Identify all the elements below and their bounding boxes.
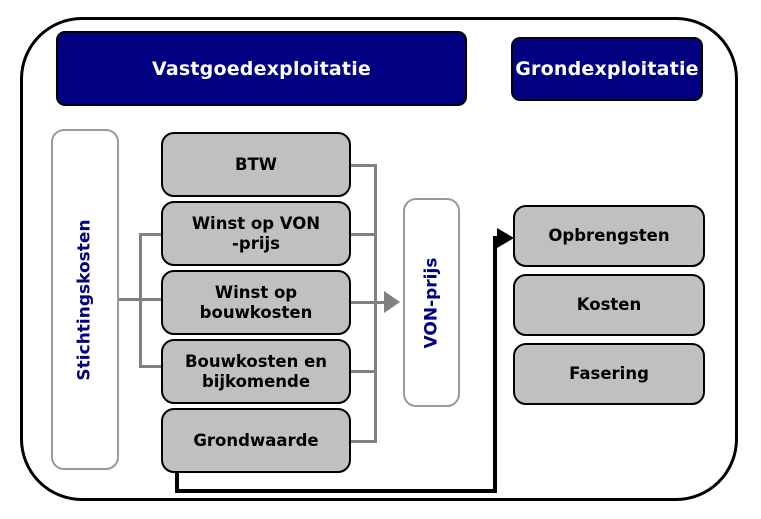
header-vastgoedexploitatie-label: Vastgoedexploitatie [151,57,372,80]
box-bouwkosten-en-bijkomende[interactable]: Bouwkosten en bijkomende [161,339,351,404]
box-winst-op-bouwkosten-line2: bouwkosten [199,302,313,322]
box-winst-op-von-prijs-line2: -prijs [232,233,280,253]
arrow-to-opbrengsten-icon [497,228,514,248]
connector-stub-winst-von [351,233,377,236]
group-stichtingskosten[interactable]: Stichtingskosten [51,129,119,470]
box-grondwaarde[interactable]: Grondwaarde [161,408,351,473]
header-grondexploitatie[interactable]: Grondexploitatie [511,37,703,101]
connector-stub-btw [351,164,377,167]
box-winst-op-bouwkosten[interactable]: Winst op bouwkosten [161,270,351,335]
connector-von-prijs-feed [374,301,392,304]
connector-branch-winst-bouwkosten [139,298,163,301]
connector-grondwaarde-up [493,236,497,493]
box-bouwkosten-en-bijkomende-line2: bijkomende [201,371,311,391]
box-winst-op-bouwkosten-line1: Winst op [214,282,298,302]
connector-stub-winst-bouwkosten [351,301,377,304]
group-von-prijs[interactable]: VON-prijs [403,198,460,407]
outer-container-frame [20,17,738,501]
box-btw[interactable]: BTW [161,132,351,197]
connector-branch-bouwkosten [139,365,163,368]
box-grondwaarde-label: Grondwaarde [193,430,319,450]
header-grondexploitatie-label: Grondexploitatie [515,58,699,80]
box-winst-op-von-prijs[interactable]: Winst op VON -prijs [161,201,351,266]
connector-stub-bouwkosten [351,370,377,373]
connector-stichtingskosten-stub [119,298,142,301]
stichtingskosten-label: Stichtingskosten [75,218,96,381]
box-fasering-label: Fasering [569,364,649,383]
box-btw-label: BTW [234,154,278,174]
connector-branch-winst-von [139,233,163,236]
box-fasering[interactable]: Fasering [513,343,705,405]
box-opbrengsten[interactable]: Opbrengsten [513,205,705,267]
connector-grondwaarde-down [175,472,179,493]
arrow-to-von-prijs-icon [384,291,400,313]
connector-grondwaarde-across [175,489,497,493]
header-vastgoedexploitatie[interactable]: Vastgoedexploitatie [56,31,467,106]
connector-stub-grondwaarde [351,440,377,443]
box-bouwkosten-en-bijkomende-line1: Bouwkosten en [184,351,328,371]
von-prijs-label: VON-prijs [421,257,442,348]
box-winst-op-von-prijs-line1: Winst op VON [191,213,321,233]
box-kosten[interactable]: Kosten [513,274,705,336]
box-kosten-label: Kosten [576,295,642,314]
box-opbrengsten-label: Opbrengsten [548,226,670,245]
